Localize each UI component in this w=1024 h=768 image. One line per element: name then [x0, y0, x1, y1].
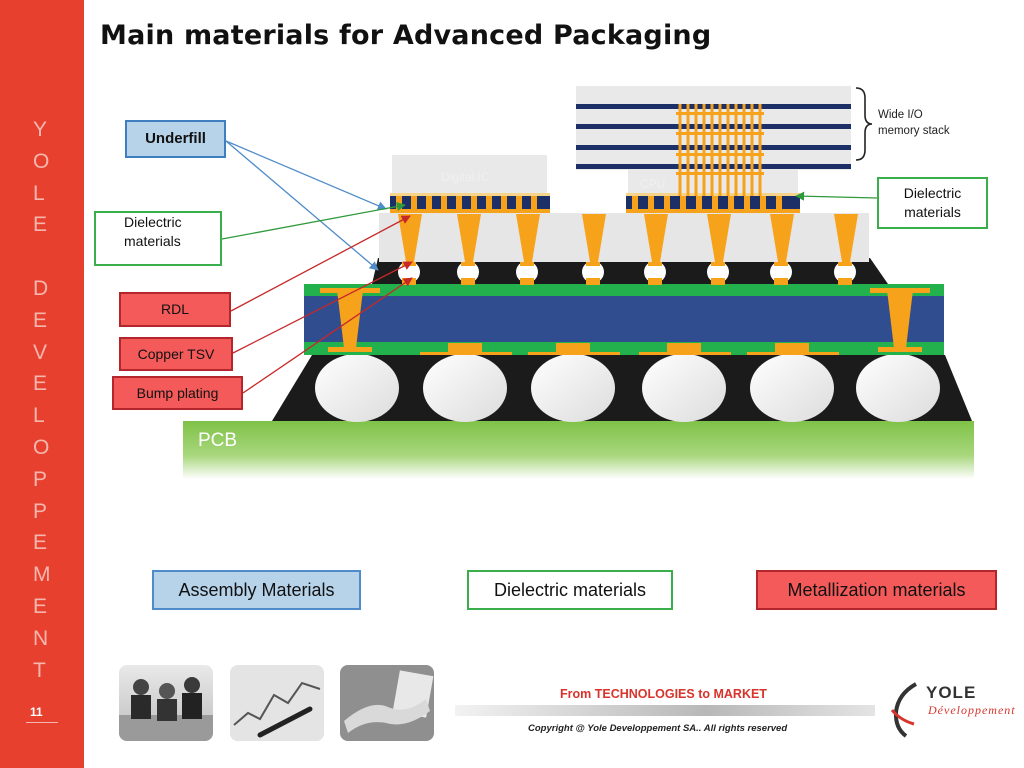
- dielectric-right-line1: Dielectric: [903, 185, 962, 202]
- pcb-label: PCB: [198, 430, 238, 451]
- sidebar-letter: E: [33, 594, 48, 618]
- wide-io-memory-stack: [576, 86, 851, 196]
- sidebar-letter: T: [33, 658, 46, 682]
- sidebar-letter: M: [33, 563, 51, 587]
- tagline: From TECHNOLOGIES to MARKET: [560, 687, 767, 701]
- memory-stack-brace: [855, 87, 873, 161]
- yole-logo-icon: [890, 682, 918, 738]
- cpu-label: CPU: [640, 177, 666, 191]
- page-number: 11: [30, 705, 43, 719]
- sidebar-letter: D: [33, 276, 49, 300]
- pcb-board: [183, 421, 974, 479]
- copper-tsv-callout: Copper TSV: [119, 337, 233, 371]
- sidebar-letter: E: [33, 213, 48, 237]
- interposer-top-dielectric: [304, 284, 944, 296]
- dielectric-left-line2: materials: [124, 232, 181, 249]
- bump-plating-callout-text: Bump plating: [136, 384, 219, 401]
- sidebar-letter: O: [33, 435, 50, 459]
- sidebar-letter: E: [33, 372, 48, 396]
- logo-subtitle: Développement: [928, 703, 1016, 717]
- rdl-callout-text: RDL: [160, 301, 189, 318]
- copper-tsvs: [320, 288, 930, 352]
- sidebar-letter: L: [33, 404, 45, 428]
- dielectric-right-callout: Dielectric materials: [877, 177, 988, 229]
- sidebar-letter: E: [33, 531, 48, 555]
- business-meeting-photo: [119, 665, 213, 741]
- legend-dielectric-text: Dielectric materials: [493, 579, 647, 600]
- logic-die-tsvs: [398, 214, 858, 285]
- sidebar-letter: L: [33, 181, 45, 205]
- legend-assembly-materials: Assembly Materials: [152, 570, 361, 610]
- wide-io-label: Wide I/O memory stack: [878, 108, 950, 139]
- bottom-pads: [420, 343, 839, 355]
- handshake-photo: [340, 665, 434, 741]
- underfill-callout-text: Underfill: [145, 129, 206, 147]
- sidebar-letter: Y: [33, 118, 48, 141]
- sidebar-letter: N: [33, 626, 49, 650]
- sidebar-letter: P: [33, 499, 48, 523]
- digital-ic-bumps: [390, 193, 550, 213]
- micro-bumps: [398, 261, 856, 283]
- page-title: Main materials for Advanced Packaging: [100, 20, 712, 51]
- legend-assembly-text: Assembly Materials: [178, 579, 335, 600]
- sidebar-letter: O: [33, 149, 50, 173]
- wide-io-label-line1: Wide I/O: [878, 109, 923, 121]
- sidebar-letter: V: [33, 340, 48, 364]
- copper-tsv-callout-text: Copper TSV: [137, 345, 215, 362]
- page-number-underline: [26, 722, 58, 723]
- interposer-core: [304, 296, 944, 342]
- interposer-bottom-dielectric: [304, 342, 944, 355]
- copyright: Copyright @ Yole Developpement SA.. All …: [528, 723, 788, 734]
- solder-balls: [315, 354, 940, 422]
- dielectric-right-line2: materials: [904, 204, 961, 220]
- sidebar-letter: P: [33, 467, 48, 491]
- dielectric-left-line1: Dielectric: [124, 214, 182, 230]
- bump-plating-callout: Bump plating: [112, 376, 243, 410]
- callout-arrows: [221, 140, 878, 394]
- underfill-callout: Underfill: [125, 120, 226, 158]
- digital-ic-die: [392, 155, 547, 197]
- sidebar-letters: Y O L E D E V E L O P P E M E N T: [0, 114, 84, 686]
- sidebar: Y O L E D E V E L O P P E M E N T 11: [0, 0, 84, 768]
- legend-metallization-materials: Metallization materials: [756, 570, 997, 610]
- rdl-callout: RDL: [119, 292, 231, 327]
- logic-die-underfill: [372, 258, 888, 284]
- legend-dielectric-materials: Dielectric materials: [467, 570, 673, 610]
- legend-metallization-text: Metallization materials: [787, 579, 966, 600]
- logic-die: [379, 213, 869, 262]
- footer-band: [455, 705, 875, 716]
- sidebar-letter: E: [33, 308, 48, 332]
- financial-chart-photo: [230, 665, 324, 741]
- logo-name: YOLE: [926, 683, 977, 702]
- wide-io-label-line2: memory stack: [878, 124, 950, 137]
- dielectric-left-callout: Dielectric materials: [94, 211, 222, 266]
- digital-ic-label: Digital IC: [441, 170, 490, 184]
